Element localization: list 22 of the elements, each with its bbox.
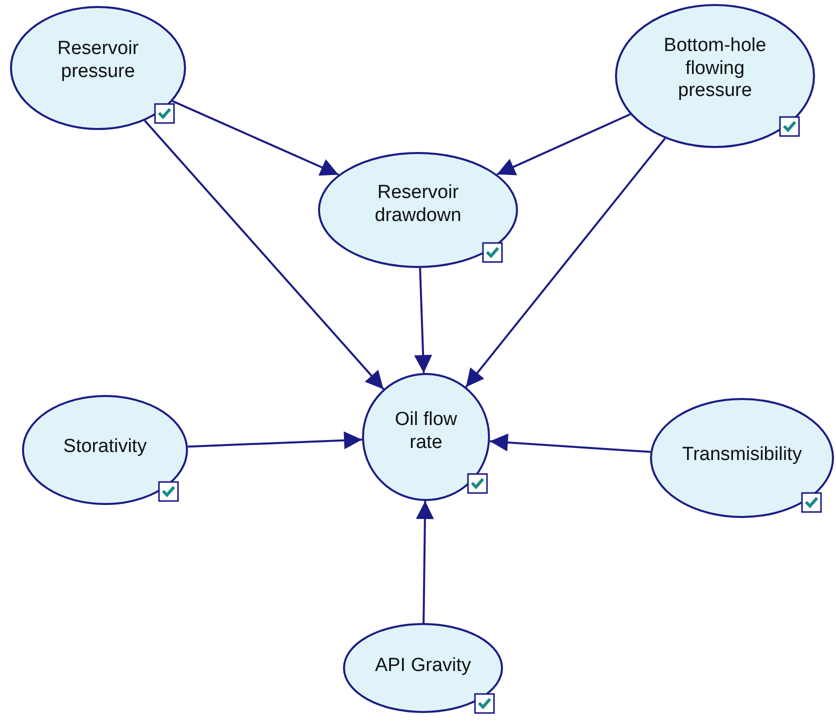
arrow xyxy=(416,500,434,624)
arrow xyxy=(496,113,631,176)
node-label: Reservoir pressure xyxy=(56,38,140,84)
node-label: Storativity xyxy=(63,436,147,458)
arrow xyxy=(414,268,432,374)
ellipse-node xyxy=(22,395,188,505)
ellipse-node xyxy=(343,623,503,713)
ellipse-node xyxy=(10,6,186,130)
node-label: Transmisibility xyxy=(682,444,802,466)
ellipse-node xyxy=(615,4,815,148)
arrow xyxy=(188,431,362,450)
node-label: Oil flow rate xyxy=(394,409,458,455)
ellipse-node xyxy=(318,152,518,268)
ellipse-node xyxy=(362,373,490,501)
node-label: API Gravity xyxy=(374,654,472,678)
arrow xyxy=(490,433,651,453)
arrow xyxy=(172,100,339,176)
arrow xyxy=(144,120,384,390)
arrow xyxy=(465,138,666,388)
node-label: Bottom-hole flowing pressure xyxy=(662,34,768,104)
ellipse-node xyxy=(650,398,834,518)
node-label: Reservoir drawdown xyxy=(374,182,462,228)
